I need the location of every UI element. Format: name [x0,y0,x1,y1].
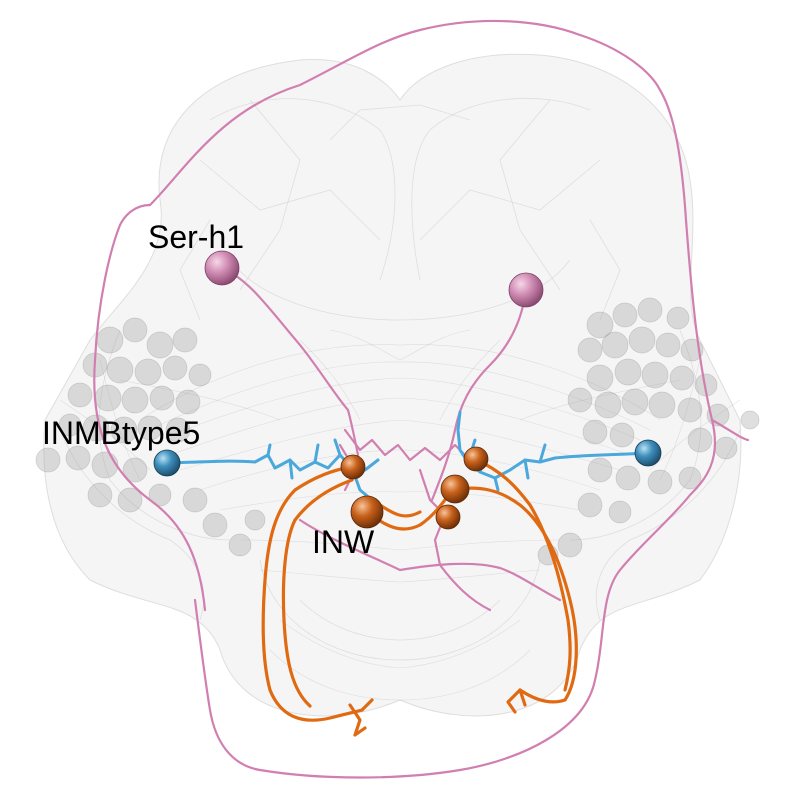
neuropil-mesh [43,53,742,717]
cell-body-sphere [666,306,690,330]
cell-body-sphere [162,355,188,381]
ser-h1-label: Ser-h1 [148,219,244,255]
inw-soma [350,495,384,529]
cell-body-sphere [117,487,143,513]
cell-body-sphere [628,326,656,354]
ser-h1-right-lateral [710,418,750,442]
cell-body-sphere [577,492,603,518]
inw-left-terminal [348,698,374,737]
cell-body-sphere [648,391,676,419]
ser-h1-ventral-arbor [438,563,492,612]
ser-h1-outer-arbor [148,19,717,779]
cell-body-sphere [586,311,614,339]
inw-neurons [261,458,578,737]
inmbtype5-right-branches [466,438,547,492]
ser-h1-soma-left [204,250,240,286]
ser-h1-outer-arbor-left [93,203,207,612]
cell-body-sphere [637,297,663,323]
cell-body-sphere [182,487,208,513]
cell-body-sphere [614,358,642,386]
cell-body-sphere [146,331,174,359]
cell-body-sphere [121,386,149,414]
cell-body-sphere [669,365,695,391]
cell-body-sphere [134,358,162,386]
inw-left-loop [261,465,364,722]
inw-left-loop-inner [281,478,354,708]
ser-h1-left-neurite [220,266,360,457]
ser-h1-central-arbor [343,428,467,462]
inw-soma [340,454,366,480]
inmbtype5-left-branches [266,438,374,502]
cell-body-sphere [122,317,148,343]
inmbtype5-soma-left [153,449,181,477]
cell-body-sphere [567,387,593,413]
inw-soma [440,474,470,504]
cell-body-sphere [655,332,681,358]
inw-soma [435,504,461,530]
cell-body-sphere [740,410,760,430]
inw-central-crossing [378,503,422,518]
cell-body-sphere [609,422,635,448]
cell-body-sphere [612,302,638,328]
cell-body-sphere [122,457,148,483]
background-somata-right [537,297,760,566]
cell-body-sphere [67,382,93,408]
inw-soma [463,446,489,472]
cell-body-sphere [35,447,61,473]
cell-body-sphere [594,391,622,419]
cell-body-sphere [106,356,134,384]
background-fibres [59,329,741,701]
inw-right-loop-inner [474,458,572,692]
ser-h1-right-neurite [430,288,528,502]
cell-body-sphere [586,364,614,392]
inw-central-crossing [365,488,454,531]
somata-highlighted [153,250,662,530]
cell-body-sphere [202,512,228,538]
cell-body-sphere [621,388,649,416]
inw-label: INW [312,524,375,560]
cell-body-sphere [228,533,252,557]
ser-h1-soma-right [508,272,544,308]
cell-body-sphere [601,331,629,359]
cell-body-sphere [678,466,702,490]
cell-body-sphere [110,416,138,444]
cell-body-sphere [87,482,113,508]
background-somata-left [35,317,266,557]
cell-body-sphere [582,419,608,445]
inmbtype5-label: INMBtype5 [42,415,200,451]
cell-body-sphere [175,389,201,415]
cell-body-sphere [647,469,673,495]
inw-right-terminal [506,688,527,714]
cell-body-sphere [165,417,191,443]
inw-right-loop [450,486,578,704]
cell-body-sphere [577,337,603,363]
cell-body-sphere [687,427,713,453]
cell-body-sphere [149,385,175,411]
cell-body-sphere [94,384,122,412]
inmbtype5-soma-right [634,439,662,467]
cell-body-sphere [137,415,163,441]
cell-body-sphere [608,500,632,524]
cell-body-sphere [587,457,613,483]
cell-body-sphere [172,327,198,353]
cell-body-sphere [244,509,266,531]
inmbtype5-left-neurite [166,453,380,472]
cell-body-sphere [91,451,119,479]
cell-body-sphere [96,326,124,354]
cell-body-sphere [677,397,703,423]
cell-body-sphere [641,361,669,389]
cell-body-sphere [58,413,82,437]
cell-body-sphere [188,363,212,387]
cell-body-sphere [148,483,172,507]
cell-body-sphere [714,436,738,460]
cell-body-sphere [557,532,583,558]
cell-body-sphere [65,445,91,471]
cell-body-sphere [615,465,641,491]
